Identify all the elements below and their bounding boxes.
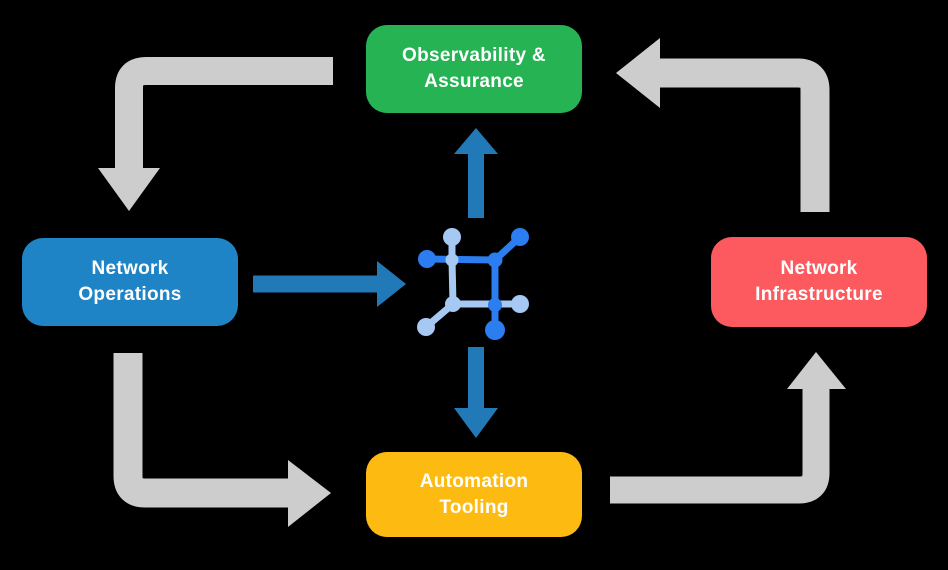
icon-node-left bbox=[418, 250, 436, 268]
flow-arrow-icon-to-automation bbox=[454, 347, 498, 438]
cycle-arrow-head-up-icon bbox=[787, 352, 846, 389]
flow-arrow-operations-to-icon bbox=[253, 261, 406, 307]
icon-node-top-right bbox=[511, 228, 529, 246]
node-network-infrastructure: Network Infrastructure bbox=[711, 237, 927, 327]
cycle-arrow-automation-to-infrastructure bbox=[610, 352, 846, 504]
flow-arrow-head-right-icon bbox=[377, 261, 406, 307]
network-mesh-icon bbox=[417, 228, 529, 340]
node-network-operations: Network Operations bbox=[22, 238, 238, 326]
flow-arrow-icon-to-observability bbox=[454, 128, 498, 218]
icon-junction-top-right bbox=[487, 252, 503, 268]
node-label-line: Network bbox=[780, 258, 858, 280]
icon-junction-top-left bbox=[445, 253, 459, 267]
node-observability-assurance: Observability & Assurance bbox=[366, 25, 582, 113]
node-label-line: Tooling bbox=[439, 496, 509, 518]
cycle-arrow-infrastructure-to-observability bbox=[616, 38, 830, 212]
cycle-arrow-shaft bbox=[115, 57, 333, 171]
cycle-arrow-shaft bbox=[660, 58, 830, 212]
icon-light-spokes bbox=[422, 233, 457, 331]
icon-node-bottom-left bbox=[417, 318, 435, 336]
icon-junction-bottom-left bbox=[445, 296, 461, 312]
node-label-line: Infrastructure bbox=[755, 284, 883, 305]
cycle-arrow-shaft bbox=[113, 353, 288, 508]
cycle-arrow-shaft bbox=[610, 389, 830, 504]
node-label-line: Assurance bbox=[424, 71, 524, 92]
icon-junction-bottom-right bbox=[488, 298, 502, 312]
cycle-arrow-head-left-icon bbox=[616, 38, 660, 108]
icon-node-top bbox=[443, 228, 461, 246]
node-label-line: Observability & bbox=[402, 45, 546, 67]
cycle-arrow-operations-to-automation bbox=[113, 353, 331, 527]
node-automation-tooling: Automation Tooling bbox=[366, 452, 582, 537]
icon-node-bottom bbox=[485, 320, 505, 340]
node-label-line: Automation bbox=[419, 470, 529, 492]
cycle-arrow-observability-to-operations bbox=[98, 57, 333, 211]
node-label-line: Network bbox=[91, 258, 169, 280]
icon-dark-top-edge bbox=[423, 255, 499, 264]
flow-arrow-head-up-icon bbox=[454, 128, 498, 154]
icon-node-right bbox=[511, 295, 529, 313]
node-label-line: Operations bbox=[78, 284, 182, 305]
flow-arrow-head-down-icon bbox=[454, 408, 498, 438]
cycle-arrow-head-right-icon bbox=[288, 460, 331, 527]
cycle-arrow-head-down-icon bbox=[98, 168, 160, 211]
